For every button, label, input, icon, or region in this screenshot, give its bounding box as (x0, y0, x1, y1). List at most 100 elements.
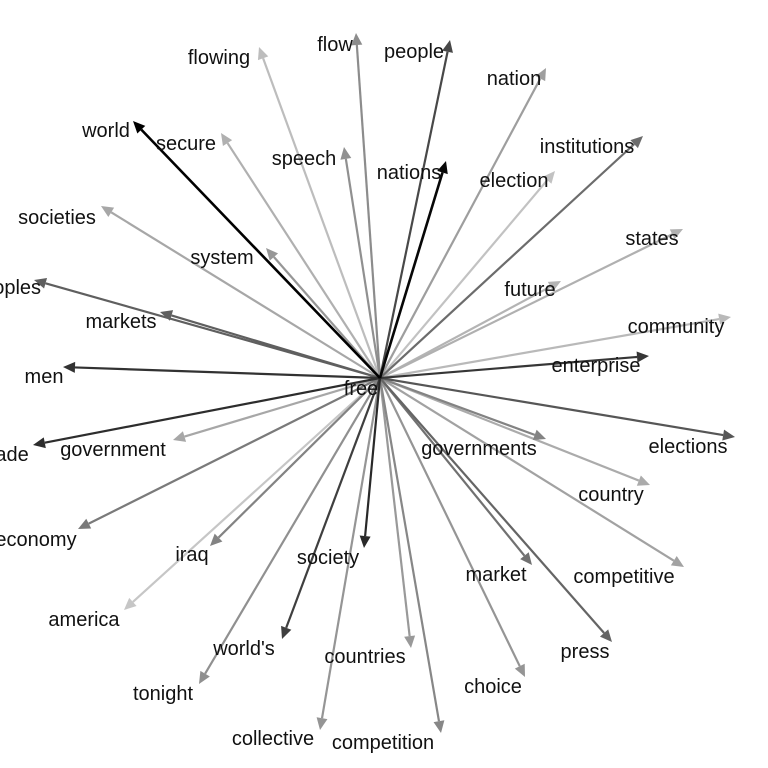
edge-world-s (285, 377, 382, 629)
word-label-world: world (81, 120, 130, 142)
word-label-societies: societies (18, 207, 96, 229)
edge-market (379, 377, 526, 557)
arrowhead-people (442, 40, 453, 53)
arrowhead-community (718, 313, 731, 325)
edge-flow (355, 44, 382, 379)
arrowhead-trade (33, 437, 46, 449)
arrowhead-countries (404, 635, 416, 648)
arrowhead-election (543, 171, 555, 184)
arrowhead-tonight (199, 670, 210, 684)
word-label-people: people (384, 41, 444, 63)
edge-governments (379, 376, 536, 436)
word-label-nation: nation (487, 68, 542, 90)
word-label-competition: competition (332, 732, 434, 754)
arrowhead-enterprise (636, 351, 649, 363)
arrowhead-future (547, 281, 561, 292)
edge-trade (44, 376, 381, 444)
arrowhead-collective (316, 717, 328, 730)
edge-press (379, 377, 605, 634)
arrowhead-secure (221, 133, 233, 147)
edge-society (364, 377, 382, 537)
word-label-nations: nations (377, 162, 442, 184)
arrowhead-elections (722, 429, 735, 441)
word-label-states: states (625, 228, 678, 250)
word-label-system: system (190, 247, 253, 269)
arrowhead-peoples (34, 277, 48, 289)
word-label-men: men (25, 366, 64, 388)
word-label-competitive: competitive (573, 566, 674, 588)
word-label-iraq: iraq (175, 544, 208, 566)
word-label-future: future (504, 279, 555, 301)
edge-societies (110, 211, 381, 379)
arrowhead-nation (535, 68, 546, 82)
arrowhead-states (669, 229, 683, 240)
arrowhead-men (63, 361, 76, 373)
edge-country (379, 376, 640, 482)
word-label-elections: elections (649, 436, 728, 458)
arrowhead-economy (78, 518, 92, 529)
edge-election (379, 179, 549, 379)
edge-enterprise (379, 355, 638, 380)
word-label-flowing: flowing (188, 47, 250, 69)
arrowhead-nations (437, 161, 448, 175)
word-label-economy: economy (0, 529, 77, 551)
edge-elections (379, 376, 724, 437)
edge-choice (379, 377, 521, 667)
word-label-flow: flow (317, 34, 353, 56)
word-label-markets: markets (85, 311, 156, 333)
arrowhead-speech (340, 147, 352, 160)
edge-iraq (217, 377, 381, 539)
edge-countries (378, 377, 411, 637)
arrowhead-society (359, 535, 371, 548)
word-label-institutions: institutions (540, 136, 635, 158)
edge-men (74, 366, 381, 380)
edge-competition (378, 377, 441, 722)
edge-states (379, 233, 673, 379)
word-label-collective: collective (232, 728, 314, 750)
arrowhead-competitive (670, 555, 684, 567)
arrowhead-societies (101, 206, 115, 217)
edge-markets (171, 314, 381, 380)
arrowhead-government (173, 431, 187, 442)
word-label-government: government (60, 439, 166, 461)
edge-people (378, 51, 449, 379)
edge-world (140, 128, 381, 379)
arrowhead-world-s (281, 625, 292, 639)
edge-collective (320, 377, 382, 719)
arrowhead-world (133, 121, 146, 134)
arrowhead-flow (351, 33, 363, 46)
word-label-trade: trade (0, 444, 29, 466)
center-word-label: free (344, 378, 378, 400)
word-label-market: market (465, 564, 527, 586)
edge-flowing (262, 57, 382, 379)
edge-government (184, 376, 381, 438)
arrowhead-press (599, 629, 612, 642)
edge-future (379, 285, 551, 379)
word-label-countries: countries (324, 646, 405, 668)
edge-community (379, 317, 720, 380)
edge-secure (226, 142, 381, 379)
edge-nations (378, 172, 444, 379)
arrowhead-flowing (257, 47, 269, 61)
edge-america (132, 377, 381, 603)
word-label-community: community (628, 316, 725, 338)
edge-competitive (379, 377, 675, 562)
arrowhead-america (124, 597, 137, 610)
arrowhead-system (266, 248, 279, 261)
arrowhead-country (636, 475, 650, 486)
word-label-secure: secure (156, 133, 216, 155)
word-label-country: country (578, 484, 644, 506)
arrowhead-iraq (210, 533, 223, 546)
edge-economy (88, 377, 381, 525)
word-label-speech: speech (272, 148, 337, 170)
edge-tonight (204, 377, 381, 675)
edge-nation (379, 78, 542, 379)
word-label-press: press (561, 641, 610, 663)
arrowhead-market (520, 552, 532, 565)
arrowhead-markets (160, 310, 174, 321)
word-label-america: america (48, 609, 120, 631)
word-label-governments: governments (421, 438, 537, 460)
edge-institutions (379, 143, 635, 379)
